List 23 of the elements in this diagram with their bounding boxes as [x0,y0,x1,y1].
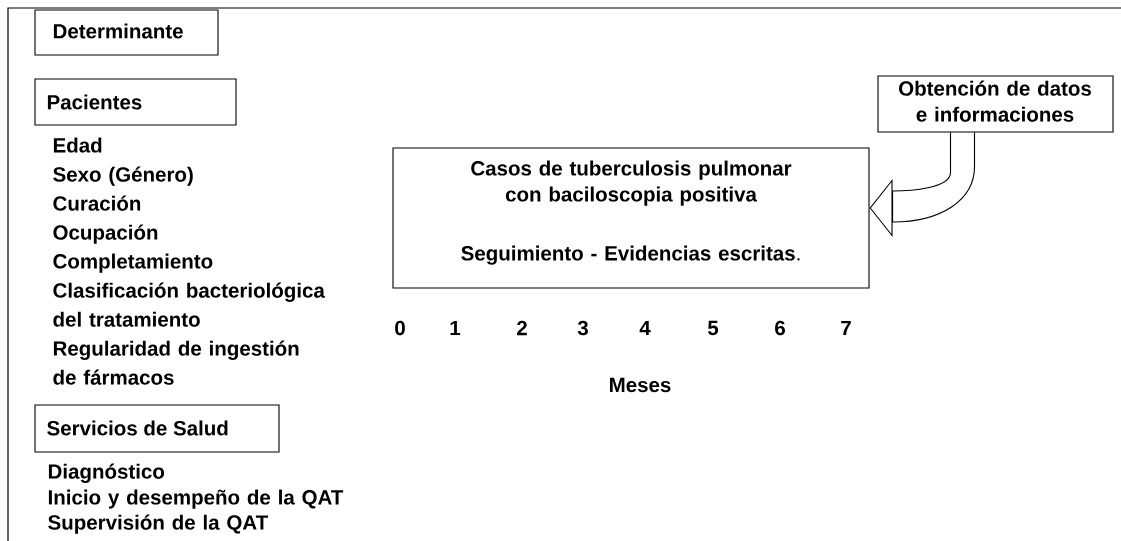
list-item: Ocupación [53,224,158,244]
list-item: Supervisión de la QAT [48,514,268,534]
month-number: 5 [707,320,719,336]
list-item: Clasificación bacteriológica del tratamiento [53,282,325,327]
curved-arrow [869,132,976,238]
text-box: Casos de tuberculosis pulmonar con baciloscopia positiva Seguimiento - Evidencias escritas. [392,147,870,289]
list-item: Curación [53,195,141,211]
list-item: Completamiento [53,253,213,273]
list-item: Inicio y desempeño de la QAT [48,489,344,509]
list-item: Regularidad de ingestión de fármacos [53,340,299,385]
month-number: 3 [577,320,588,336]
month-number: 0 [395,320,405,336]
axis-title: Meses [610,377,671,393]
text-box: Pacientes [34,78,237,126]
text-box: Determinante [34,9,219,56]
list-item: Sexo (Género) [53,166,193,186]
month-number: 1 [450,320,461,336]
month-number: 2 [517,320,527,336]
text-box: Obtención de datos e informaciones [877,75,1114,133]
month-number: 6 [775,320,785,336]
month-number: 7 [841,320,851,336]
month-number: 4 [639,320,651,336]
text-box: Servicios de Salud [34,404,280,453]
